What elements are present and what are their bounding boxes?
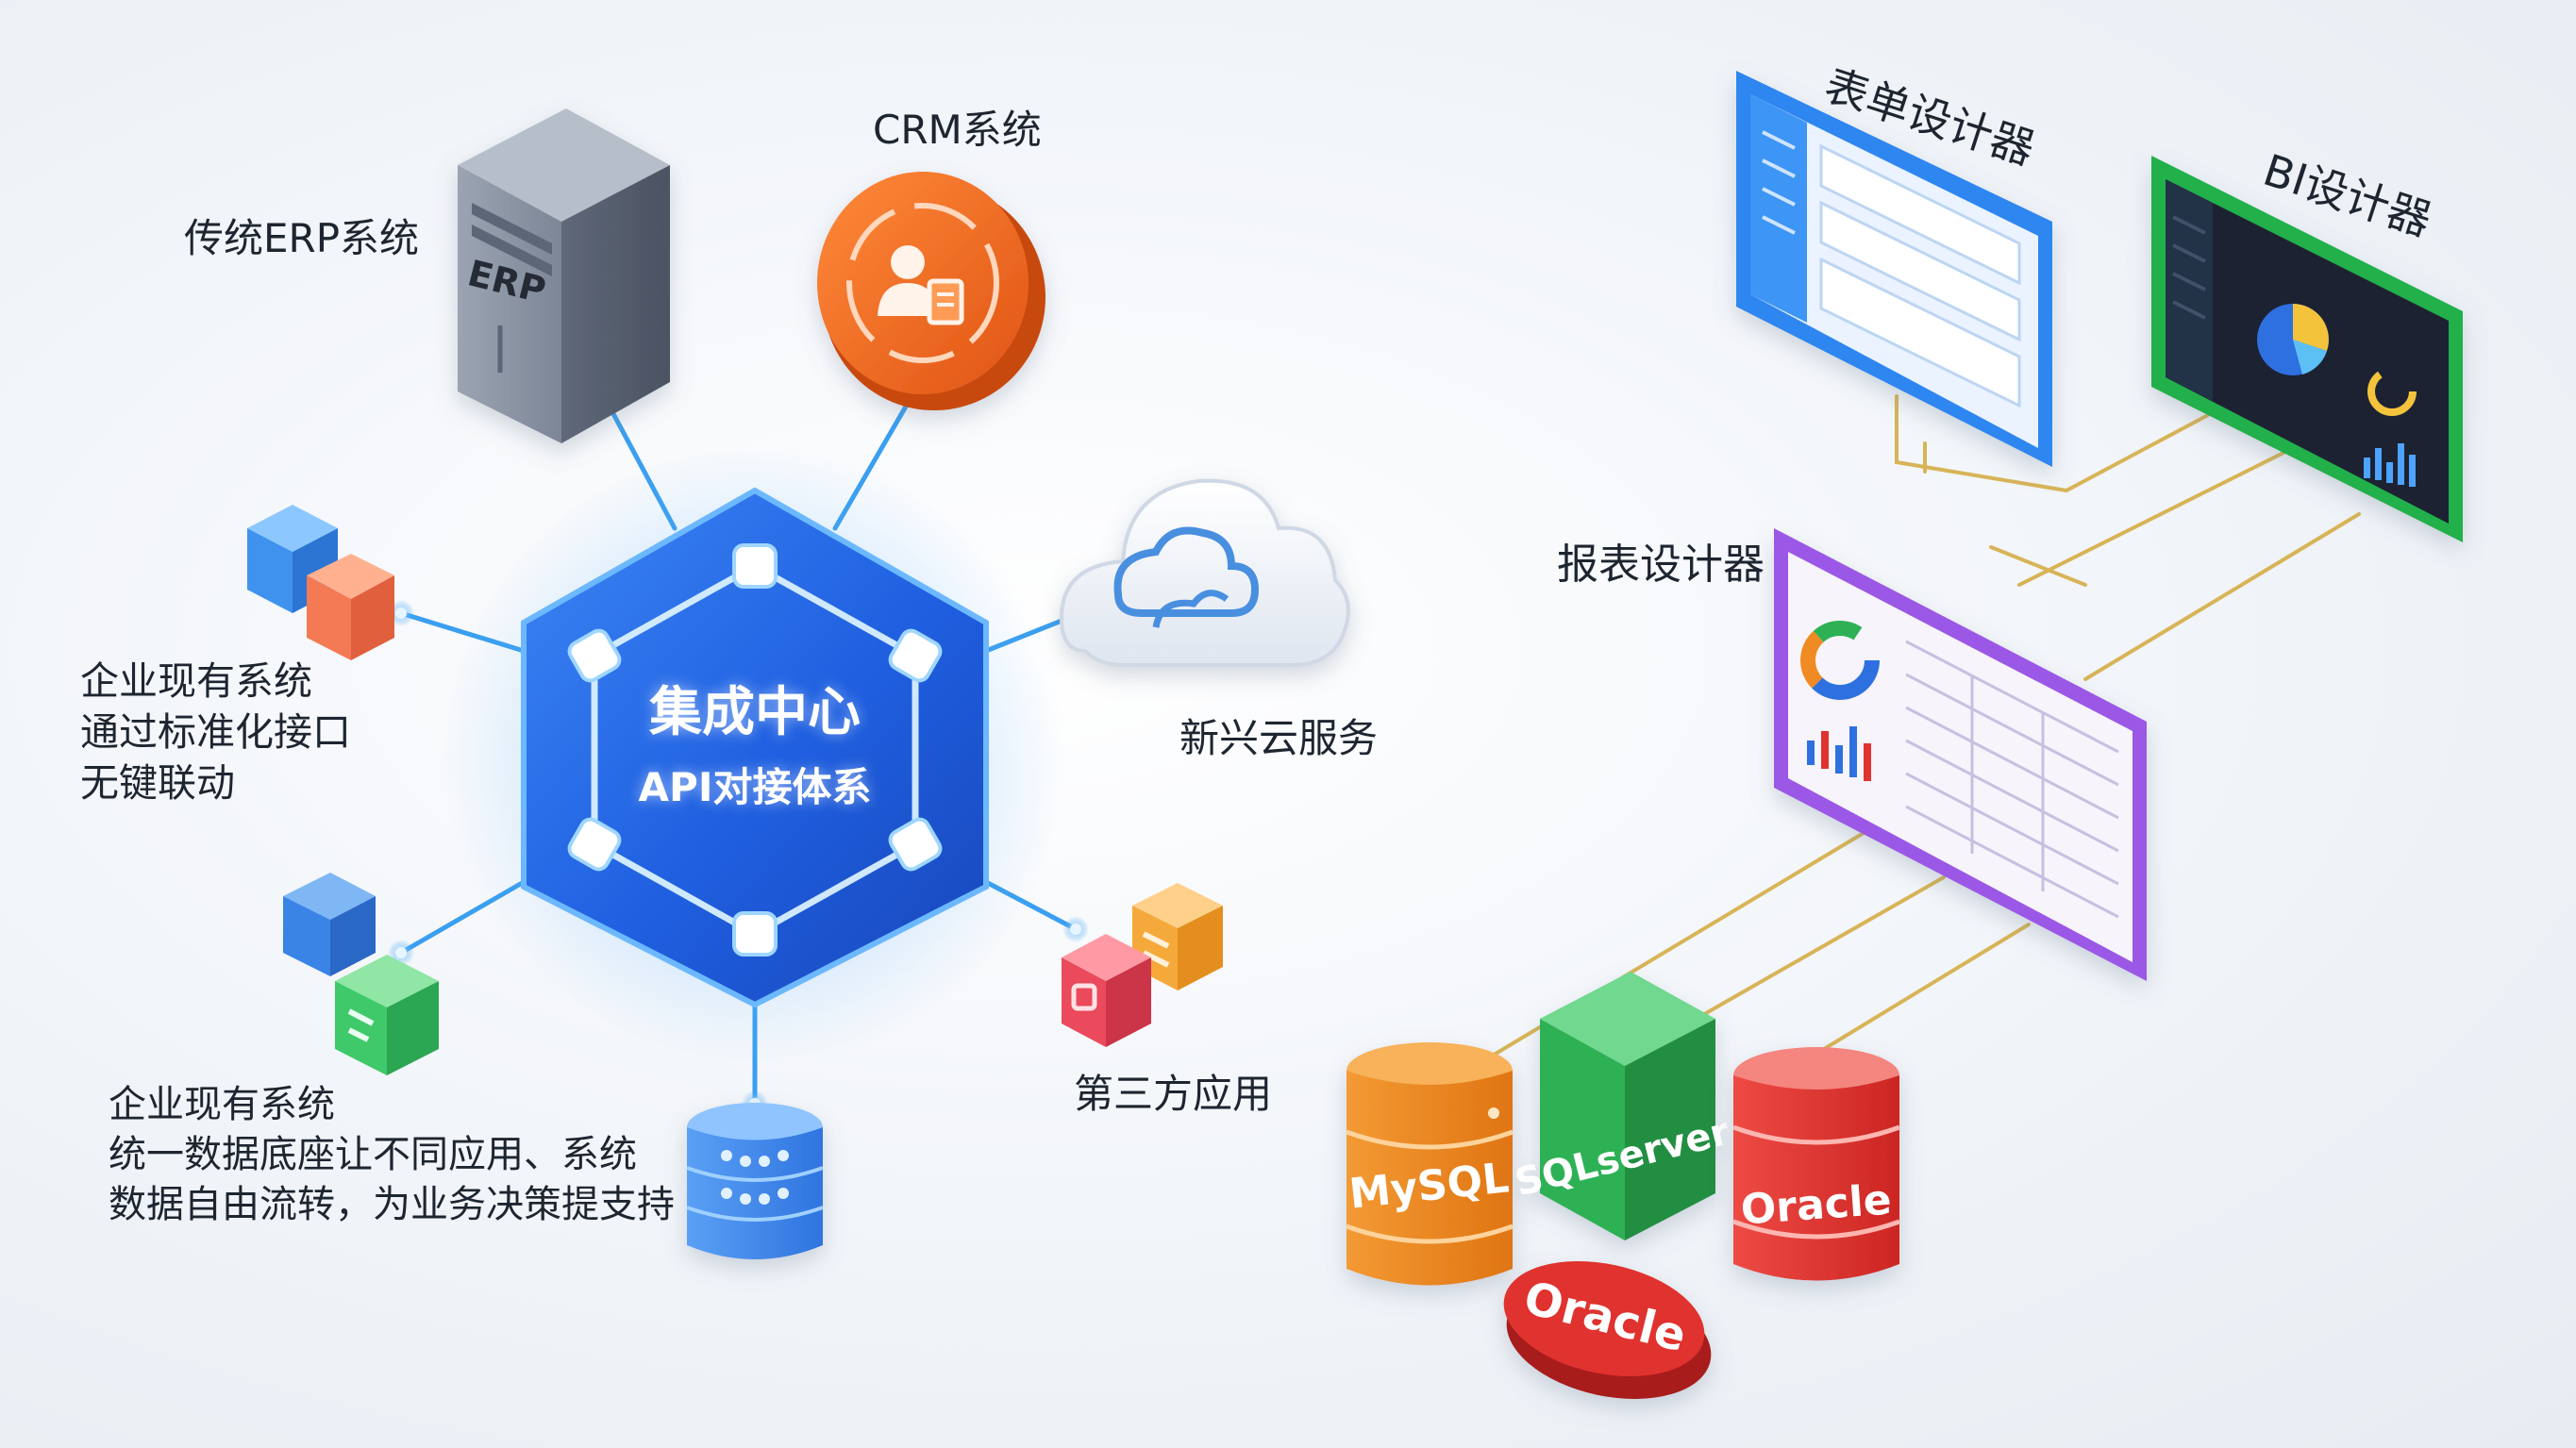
blue-cube-small-icon bbox=[283, 873, 376, 976]
existing-platform-text: 企业现有系统 统一数据底座让不同应用、系统 数据自由流转，为业务决策提支持 bbox=[109, 1080, 675, 1229]
bi-designer-screen[interactable] bbox=[2151, 156, 2463, 542]
hub-title: 集成中心 bbox=[649, 682, 861, 743]
hub-nodes bbox=[567, 543, 943, 957]
erp-label: 传统ERP系统 bbox=[184, 215, 420, 261]
erp-server-icon[interactable]: ERP bbox=[458, 108, 670, 443]
third-party-app-cubes[interactable] bbox=[1062, 883, 1223, 1047]
crm-label: CRM系统 bbox=[873, 107, 1042, 153]
oracle-database-icon[interactable]: Oracle bbox=[1732, 1047, 1900, 1281]
report-designer-screen[interactable] bbox=[1774, 528, 2147, 981]
data-platform-db-icon[interactable] bbox=[686, 1103, 824, 1259]
orange-app-cube-icon bbox=[1132, 883, 1223, 990]
existing-interface-text: 企业现有系统 通过标准化接口 无键联动 bbox=[80, 656, 351, 808]
existing-system-cubes-top[interactable] bbox=[247, 505, 394, 660]
existing-interface-line-2: 通过标准化接口 bbox=[80, 709, 351, 756]
hub-caption: 集成中心 API对接体系 bbox=[547, 670, 962, 813]
crm-user-icon bbox=[878, 245, 964, 325]
report-bar-chart bbox=[1807, 726, 1871, 781]
cloud-label: 新兴云服务 bbox=[1179, 715, 1379, 761]
form-designer-screen[interactable] bbox=[1736, 71, 2052, 467]
integration-hub[interactable] bbox=[443, 443, 1066, 1066]
existing-interface-line-3: 无键联动 bbox=[80, 760, 235, 807]
report-donut-icon bbox=[1800, 621, 1880, 700]
report-designer-label: 报表设计器 bbox=[1557, 541, 1765, 589]
existing-platform-line-2: 统一数据底座让不同应用、系统 bbox=[109, 1132, 637, 1176]
cloud-service-icon[interactable] bbox=[1059, 478, 1350, 667]
hub-hexagon bbox=[521, 487, 989, 1008]
orange-cube-icon bbox=[307, 554, 394, 660]
bi-gauge-icon bbox=[2367, 367, 2417, 416]
crm-disc-icon[interactable] bbox=[817, 172, 1045, 410]
third-party-label: 第三方应用 bbox=[1074, 1071, 1273, 1117]
existing-system-cubes-bottom[interactable] bbox=[283, 873, 439, 1207]
existing-interface-line-1: 企业现有系统 bbox=[80, 658, 312, 704]
red-app-cube-icon bbox=[1062, 934, 1151, 1047]
oracle-disc-icon[interactable]: Oracle bbox=[1493, 1244, 1722, 1417]
mysql-database-icon[interactable]: MySQL bbox=[1346, 1042, 1514, 1286]
oracle-cylinder-label: Oracle bbox=[1739, 1175, 1893, 1234]
sqlserver-database-icon[interactable]: SQLserver bbox=[1511, 972, 1734, 1240]
existing-platform-line-1: 企业现有系统 bbox=[109, 1083, 335, 1126]
designer-wiring bbox=[1489, 394, 2361, 1058]
bi-pie-icon bbox=[2257, 304, 2329, 375]
green-cube-icon bbox=[335, 955, 439, 1075]
existing-platform-line-3: 数据自由流转，为业务决策提支持 bbox=[109, 1182, 675, 1226]
hub-subtitle: API对接体系 bbox=[638, 764, 872, 810]
